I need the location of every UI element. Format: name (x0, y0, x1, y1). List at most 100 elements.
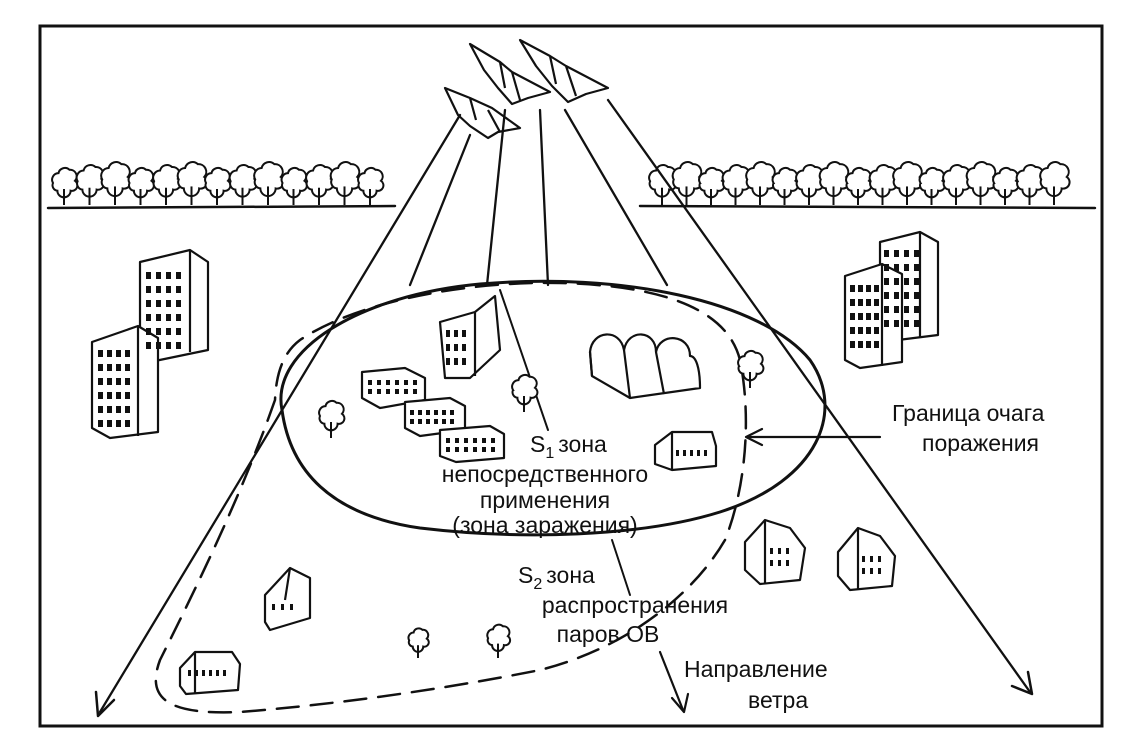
window-mark (446, 330, 450, 337)
window-mark (223, 670, 226, 676)
tower-inside-zone (438, 294, 502, 380)
window-mark (195, 670, 198, 676)
window-mark (914, 250, 919, 257)
window-mark (884, 292, 889, 299)
window-mark (202, 670, 205, 676)
window-mark (462, 358, 466, 365)
window-mark (216, 670, 219, 676)
window-mark (850, 299, 855, 306)
window-mark (473, 447, 477, 452)
s1-title: зона (558, 431, 607, 457)
window-mark (904, 250, 909, 257)
window-mark (426, 410, 430, 415)
border-arrow (744, 427, 882, 447)
window-mark (166, 328, 171, 335)
window-mark (455, 438, 459, 443)
wind-label-line-2: ветра (748, 687, 808, 713)
tree-icon (918, 167, 946, 205)
window-mark (418, 410, 422, 415)
wind-label-line-1: Направление (684, 656, 828, 682)
window-mark (874, 285, 879, 292)
window-mark (862, 568, 865, 574)
window-mark (176, 272, 181, 279)
window-mark (166, 314, 171, 321)
s2-subscript: 2 (533, 576, 542, 593)
window-mark (146, 328, 151, 335)
s1-line-2: непосредственного (442, 461, 648, 487)
window-mark (884, 278, 889, 285)
window-mark (125, 378, 130, 385)
window-mark (866, 327, 871, 334)
window-mark (125, 420, 130, 427)
window-mark (874, 327, 879, 334)
tree-icon (100, 161, 132, 205)
horizon-line (46, 204, 1097, 210)
window-mark (98, 392, 103, 399)
tree-icon (511, 374, 539, 412)
hangar-building (588, 333, 702, 400)
window-mark (770, 548, 773, 554)
window-mark (281, 604, 284, 610)
window-mark (166, 342, 171, 349)
window-mark (98, 406, 103, 413)
window-mark (884, 320, 889, 327)
tree-icon (648, 164, 678, 205)
window-mark (125, 364, 130, 371)
window-mark (156, 342, 161, 349)
tree-icon (721, 164, 751, 205)
window-mark (904, 264, 909, 271)
window-mark (450, 410, 454, 415)
window-mark (914, 306, 919, 313)
window-marks (98, 250, 919, 676)
window-mark (866, 299, 871, 306)
s2-dashed-zone (154, 281, 748, 714)
window-mark (491, 438, 495, 443)
window-mark (176, 314, 181, 321)
spray-lines (98, 98, 1032, 714)
window-mark (446, 358, 450, 365)
wind-arrow (658, 650, 690, 714)
window-mark (850, 285, 855, 292)
window-mark (878, 568, 881, 574)
tree-icon (965, 161, 998, 205)
window-mark (442, 410, 446, 415)
window-mark (850, 327, 855, 334)
tree-row-left (51, 161, 385, 205)
window-mark (446, 447, 450, 452)
tree-icon (176, 161, 209, 205)
tree-icon (318, 400, 346, 438)
window-mark (914, 264, 919, 271)
window-mark (98, 420, 103, 427)
window-mark (778, 548, 781, 554)
window-mark (904, 278, 909, 285)
s2-line-2: распространения (542, 592, 728, 618)
aircraft-2 (468, 42, 552, 106)
window-mark (462, 344, 466, 351)
window-mark (166, 286, 171, 293)
tree-icon (228, 164, 258, 205)
window-mark (368, 389, 372, 394)
tree-icon (407, 627, 430, 658)
window-mark (894, 264, 899, 271)
window-mark (418, 419, 422, 424)
window-mark (491, 447, 495, 452)
window-mark (786, 560, 789, 566)
s2-leader-line (611, 539, 631, 596)
window-mark (116, 378, 121, 385)
tree-icon (1015, 164, 1045, 205)
tree-row-right (648, 161, 1071, 205)
window-mark (395, 389, 399, 394)
tree-icon (204, 167, 232, 205)
window-mark (116, 350, 121, 357)
house-right-2 (836, 526, 897, 592)
tree-icon (305, 164, 335, 205)
window-mark (156, 328, 161, 335)
window-mark (146, 342, 151, 349)
window-mark (462, 330, 466, 337)
window-mark (107, 406, 112, 413)
window-mark (858, 341, 863, 348)
